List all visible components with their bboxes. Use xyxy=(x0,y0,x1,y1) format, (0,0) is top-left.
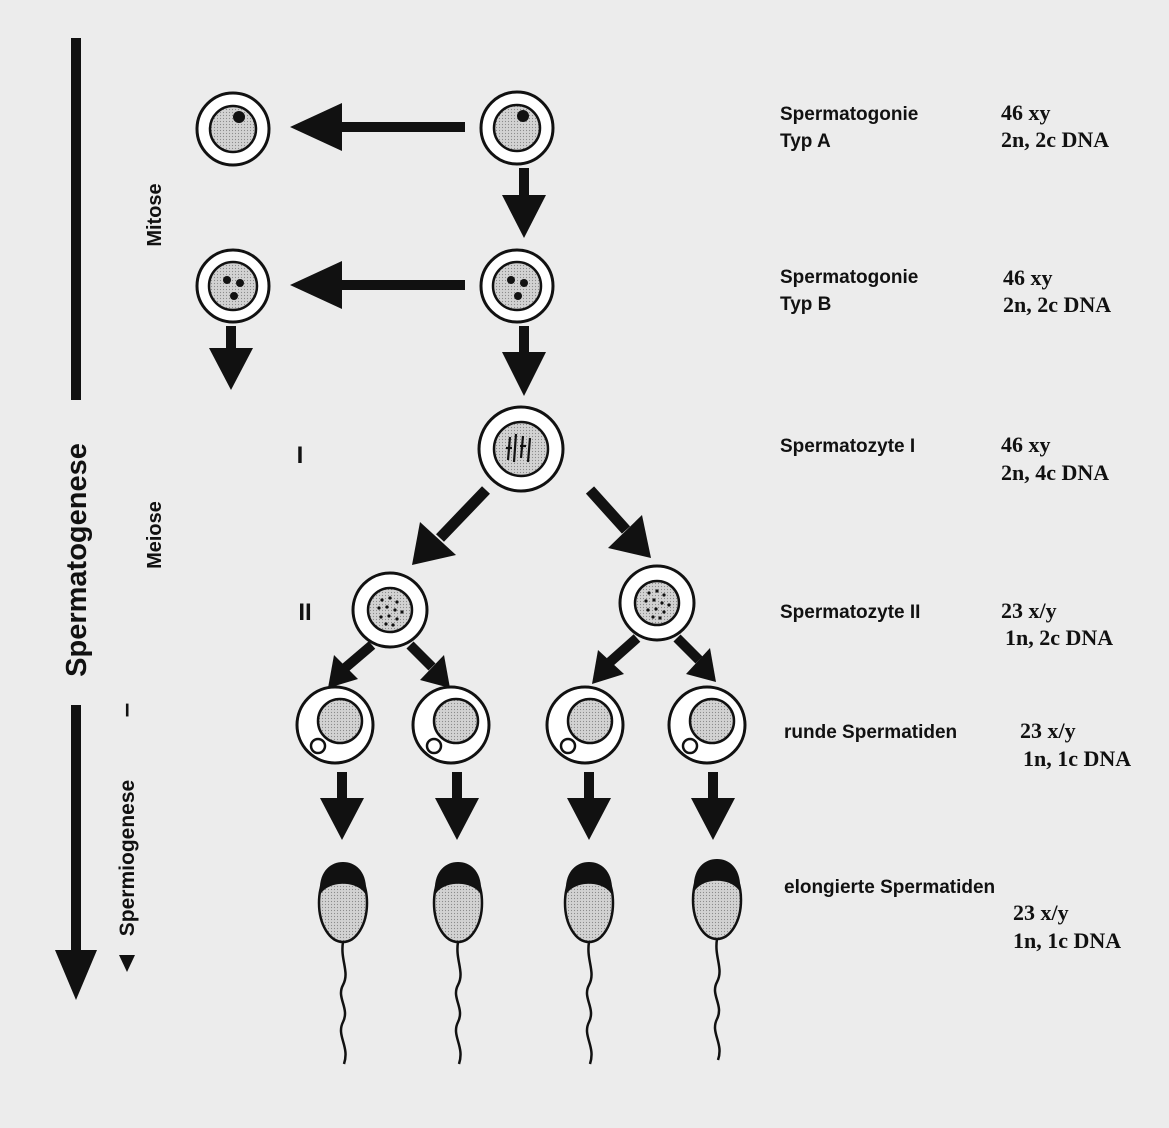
arrow-diag-right-shaft xyxy=(585,486,631,534)
arrow-elong-1-head xyxy=(320,798,364,840)
arrow-s2r-b-head xyxy=(686,648,716,682)
round-spermatid-4 xyxy=(667,685,747,765)
arrow-elong-4-shaft xyxy=(708,772,718,802)
arrow-down-1-head xyxy=(502,195,546,238)
stage-4-dna: 1n, 2c DNA xyxy=(1005,625,1113,650)
stage-1-name2: Typ A xyxy=(780,131,831,152)
round-spermatid-2 xyxy=(411,685,491,765)
spermiogenese-dash: – xyxy=(110,703,140,717)
stage-4-karyotype: 23 x/y xyxy=(1001,598,1057,623)
spermatogenese-bar-lower xyxy=(71,705,81,955)
arrow-diag-left-shaft xyxy=(436,486,490,542)
stage-2-karyotype: 46 xy xyxy=(1003,265,1053,290)
meiose-label: Meiose xyxy=(144,501,166,569)
arrow-down-2-head xyxy=(502,352,546,396)
arrow-down-2-shaft xyxy=(519,326,529,356)
stage-5-karyotype: 23 x/y xyxy=(1020,718,1076,743)
stage-6-dna: 1n, 1c DNA xyxy=(1013,928,1121,953)
arrow-elong-2-shaft xyxy=(452,772,462,802)
arrow-row2-left-head xyxy=(290,261,342,309)
spermatogonie-b-right xyxy=(479,248,555,324)
spermiogenese-arrowhead xyxy=(119,955,135,972)
stage-1-dna: 2n, 2c DNA xyxy=(1001,127,1109,152)
spermatogenese-bar-upper xyxy=(71,38,81,400)
stage-3-dna: 2n, 4c DNA xyxy=(1001,460,1109,485)
spermiogenese-axis: – Spermiogenese xyxy=(110,703,140,972)
arrow-s2r-b-shaft xyxy=(673,634,703,664)
stage-2-name: Spermatogonie xyxy=(780,267,918,288)
spermatozyte-one xyxy=(477,405,565,493)
stage-5-dna: 1n, 1c DNA xyxy=(1023,746,1131,771)
arrow-elong-4-head xyxy=(691,798,735,840)
stage-5-name: runde Spermatiden xyxy=(784,722,957,743)
arrow-elong-2-head xyxy=(435,798,479,840)
spermatogenese-axis: Spermatogenese xyxy=(55,38,97,1000)
stage-6-karyotype: 23 x/y xyxy=(1013,900,1069,925)
arrow-row1-left-head xyxy=(290,103,342,151)
arrow-s2l-a-head xyxy=(328,655,358,688)
arrow-elong-3-head xyxy=(567,798,611,840)
round-spermatid-1 xyxy=(295,685,375,765)
stage-3-name: Spermatozyte I xyxy=(780,436,915,457)
spermatogenese-label: Spermatogenese xyxy=(61,443,93,677)
arrow-down-1-shaft xyxy=(519,168,529,200)
arrow-diag-left-head xyxy=(412,522,456,565)
spermatozyte-two-left xyxy=(351,571,429,649)
spermatogonie-a-right xyxy=(479,90,555,166)
elongated-spermatid-4 xyxy=(691,859,743,1061)
round-spermatid-3 xyxy=(545,685,625,765)
stage-2-dna: 2n, 2c DNA xyxy=(1003,292,1111,317)
stage-6-name: elongierte Spermatiden xyxy=(784,877,995,898)
arrow-row2-left-shaft xyxy=(335,280,465,290)
spermatogonie-a-left xyxy=(195,91,271,167)
arrow-s2l-b-head xyxy=(420,655,450,688)
arrows xyxy=(209,103,735,840)
meiosis-step-one: I xyxy=(297,442,304,469)
arrow-elong-1-shaft xyxy=(337,772,347,802)
stage-1-name: Spermatogonie xyxy=(780,104,918,125)
spermatogonie-b-left xyxy=(195,248,271,324)
arrow-down-left-head xyxy=(209,348,253,390)
stage-1-karyotype: 46 xy xyxy=(1001,100,1051,125)
elongated-spermatid-2 xyxy=(432,862,484,1065)
arrow-diag-right-head xyxy=(608,515,651,558)
elongated-spermatid-3 xyxy=(563,862,615,1065)
stage-labels: Spermatogonie Typ A 46 xy 2n, 2c DNA Spe… xyxy=(780,100,1131,953)
stage-3-karyotype: 46 xy xyxy=(1001,432,1051,457)
arrow-s2r-a-shaft xyxy=(606,634,641,666)
arrow-s2l-b-shaft xyxy=(406,641,436,671)
stage-4-name: Spermatozyte II xyxy=(780,602,920,623)
spermiogenese-label: Spermiogenese xyxy=(116,780,139,936)
meiosis-step-two: II xyxy=(298,599,311,626)
mitose-label: Mitose xyxy=(144,183,166,246)
stage-2-name2: Typ B xyxy=(780,294,831,315)
arrow-s2l-a-shaft xyxy=(341,641,376,672)
arrow-elong-3-shaft xyxy=(584,772,594,802)
arrow-s2r-a-head xyxy=(592,650,624,684)
elongated-spermatid-1 xyxy=(317,862,369,1065)
arrow-row1-left-shaft xyxy=(335,122,465,132)
spermatozyte-two-right xyxy=(618,564,696,642)
spermatogenese-arrowhead xyxy=(55,950,97,1000)
arrow-down-left-shaft xyxy=(226,326,236,352)
